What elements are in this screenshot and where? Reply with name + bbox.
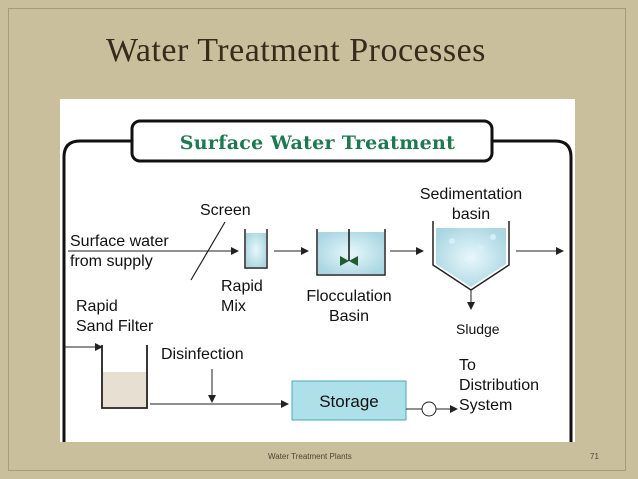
storage-tank — [291, 380, 407, 421]
flocculation-basin — [316, 229, 386, 276]
label-sedimentation: Sedimentation — [419, 186, 523, 203]
label-storage: Storage — [319, 392, 379, 411]
slide-page-number: 71 — [590, 452, 599, 461]
label-sed-basin: basin — [451, 206, 491, 223]
label-disinfection: Disinfection — [161, 346, 244, 363]
diagram-graphics — [62, 119, 573, 442]
label-rapid-sand-1: Rapid — [76, 298, 118, 315]
rapid-sand-filter — [101, 345, 148, 409]
slide-title: Water Treatment Processes — [106, 32, 486, 69]
rapid-mix-tank — [244, 229, 268, 269]
label-system: System — [459, 397, 513, 414]
label-rapid: Rapid — [221, 278, 263, 295]
outer-frame — [62, 139, 573, 442]
label-from-supply: from supply — [70, 253, 153, 270]
treatment-diagram: Surface Water Treatment Surface water fr… — [60, 99, 575, 442]
screen-line — [190, 221, 226, 281]
label-mix: Mix — [221, 298, 246, 315]
sedimentation-basin — [432, 221, 510, 291]
pump-icon — [421, 401, 437, 417]
label-floc-basin: Basin — [328, 308, 370, 325]
label-distribution: Distribution — [459, 377, 540, 394]
slide-border — [8, 8, 626, 471]
label-rapid-sand-2: Sand Filter — [76, 318, 154, 335]
label-sludge: Sludge — [456, 321, 500, 337]
label-screen: Screen — [200, 202, 251, 219]
label-surface-water: Surface water — [70, 233, 169, 250]
label-to: To — [459, 357, 476, 374]
diagram-heading: Surface Water Treatment — [179, 132, 456, 154]
slide-footer: Water Treatment Plants — [268, 452, 352, 461]
label-flocculation: Flocculation — [306, 288, 392, 305]
